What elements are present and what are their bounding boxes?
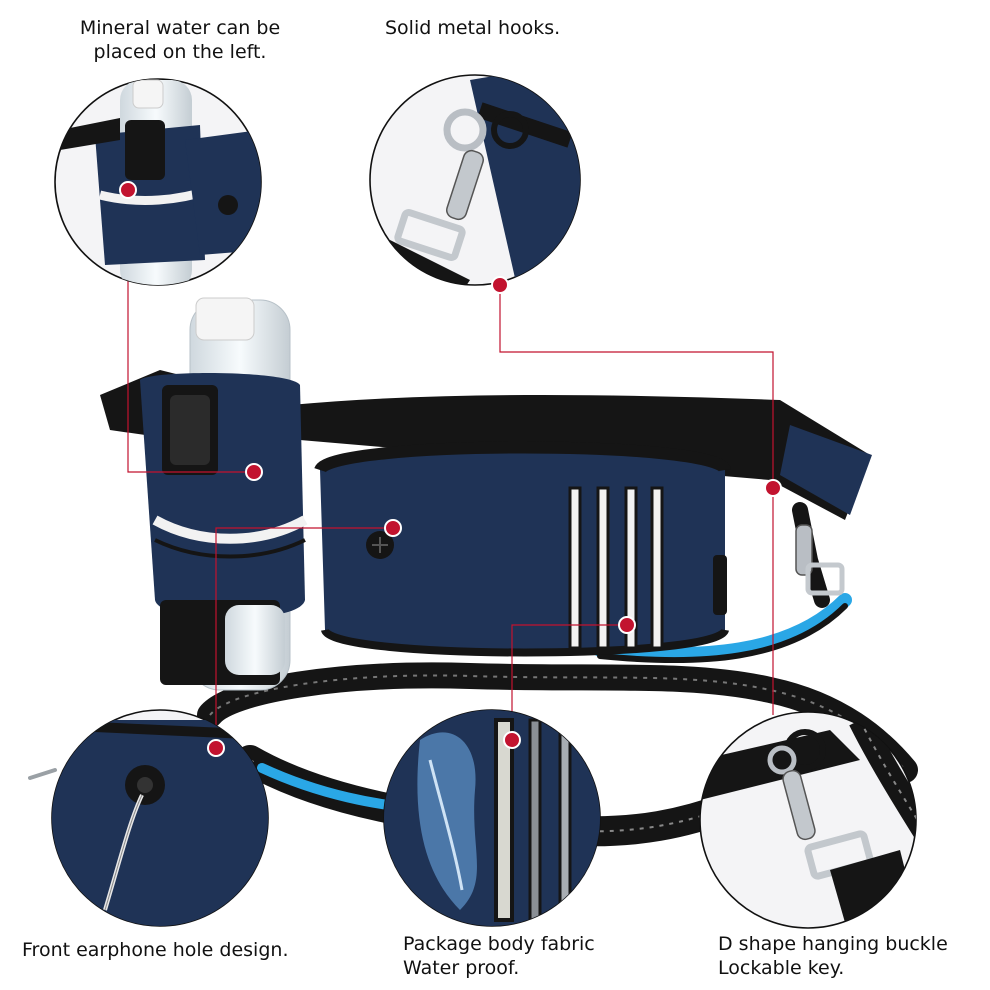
caption-metal-hooks: Solid metal hooks. bbox=[385, 17, 561, 39]
front-pouch bbox=[314, 441, 731, 657]
caption-d-shape-buckle: D shape hanging buckle Lockable key. bbox=[718, 933, 948, 979]
caption-mineral-water: Mineral water can be placed on the left. bbox=[79, 17, 281, 63]
caption-body-fabric: Package body fabric Water proof. bbox=[403, 933, 595, 979]
caption-earphone-hole: Front earphone hole design. bbox=[22, 939, 289, 961]
zoom-bottle-holder bbox=[54, 78, 262, 286]
zoom-water-proof-fabric bbox=[383, 709, 601, 927]
callout-dots bbox=[119, 181, 782, 757]
bottle-holder bbox=[140, 297, 308, 691]
callout-dot bbox=[503, 731, 521, 749]
zoom-earphone-hole bbox=[51, 709, 269, 927]
callout-dot bbox=[384, 519, 402, 537]
zoom-d-shape-buckle bbox=[699, 711, 917, 929]
leash-clip-icon bbox=[795, 524, 845, 596]
callout-dot bbox=[119, 181, 137, 199]
callout-dot bbox=[245, 463, 263, 481]
zoom-metal-hook bbox=[369, 74, 581, 286]
callout-dot bbox=[207, 739, 225, 757]
callout-dot bbox=[491, 276, 509, 294]
callout-dot bbox=[618, 616, 636, 634]
callout-dot bbox=[764, 479, 782, 497]
callout-lines bbox=[127, 190, 774, 748]
